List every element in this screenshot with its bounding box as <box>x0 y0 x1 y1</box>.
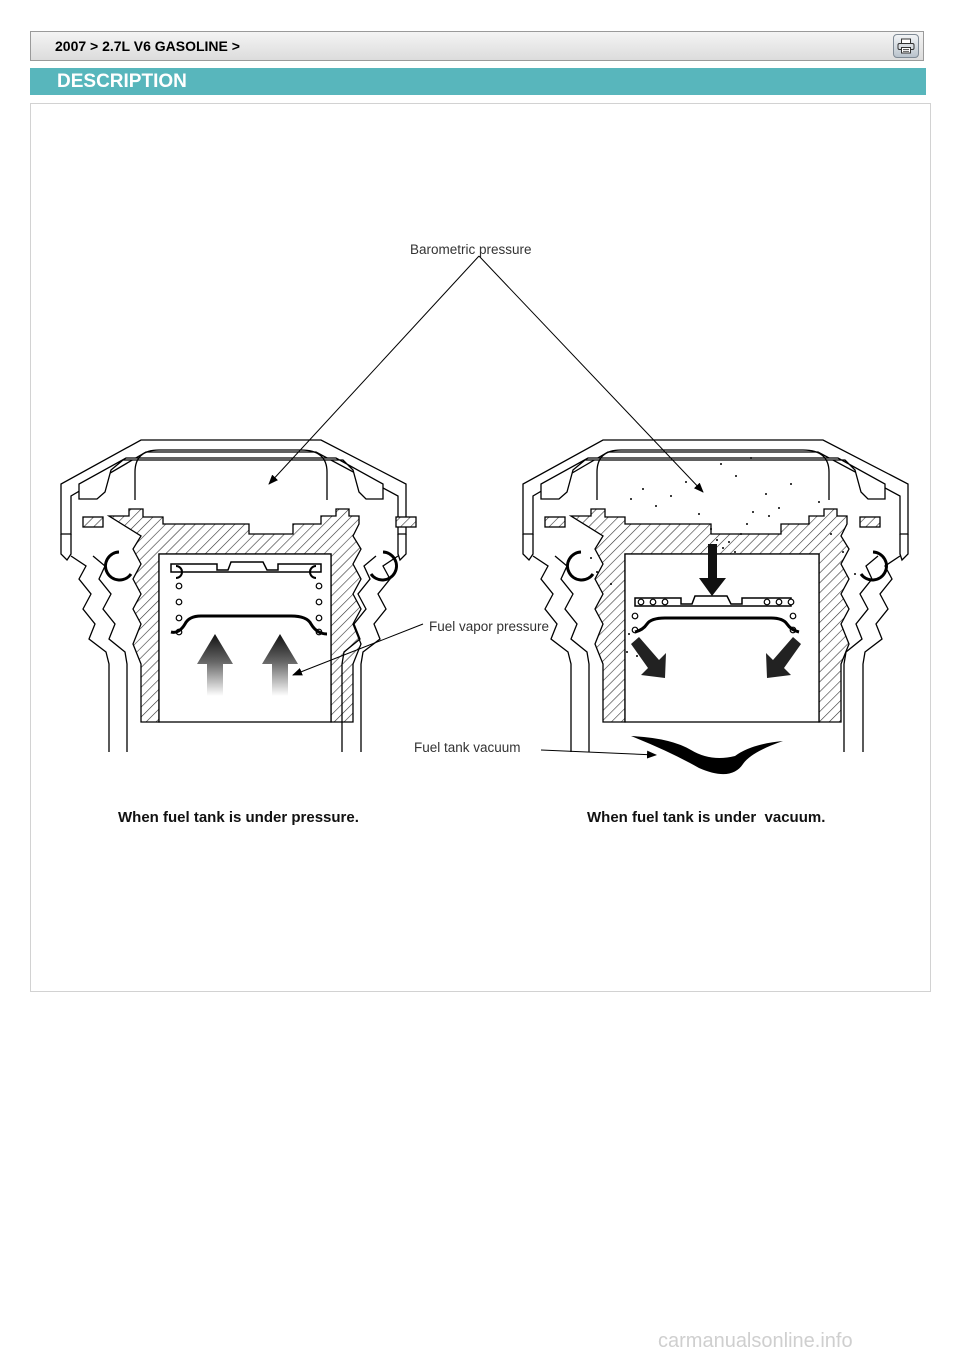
right-cap-diagram <box>522 439 909 752</box>
section-title: DESCRIPTION <box>57 71 187 92</box>
label-fuel-vapor-pressure: Fuel vapor pressure <box>429 619 549 634</box>
printer-icon <box>897 38 915 54</box>
breadcrumb: 2007 > 2.7L V6 GASOLINE > <box>30 31 924 61</box>
vacuum-flow-arrows <box>631 544 801 775</box>
caption-under-vacuum: When fuel tank is under vacuum. <box>587 809 825 826</box>
print-button[interactable] <box>893 34 919 58</box>
air-flow-speckles <box>590 457 856 657</box>
breadcrumb-text: 2007 > 2.7L V6 GASOLINE > <box>55 38 240 54</box>
leader-lines <box>268 255 704 759</box>
section-header: DESCRIPTION <box>30 68 926 95</box>
caption-under-pressure: When fuel tank is under pressure. <box>118 809 359 826</box>
watermark: carmanualsonline.info <box>658 1330 853 1352</box>
label-fuel-tank-vacuum: Fuel tank vacuum <box>414 740 521 755</box>
label-barometric-pressure: Barometric pressure <box>410 242 532 257</box>
left-cap-diagram <box>60 439 417 752</box>
fuel-cap-diagram: Barometric pressure Fuel vapor pressure … <box>60 242 909 826</box>
figure-frame: Barometric pressure Fuel vapor pressure … <box>30 103 931 992</box>
vapor-pressure-arrows <box>197 634 298 696</box>
